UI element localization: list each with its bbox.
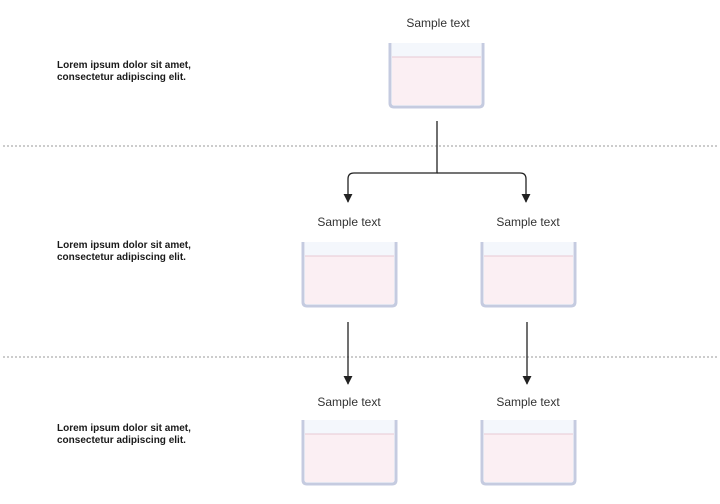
row-description: Lorem ipsum dolor sit amet, consectetur …	[57, 60, 257, 84]
vessel-label: Sample text	[317, 395, 381, 409]
split-connector-left	[343, 121, 438, 203]
vessel-label: Sample text	[317, 215, 381, 229]
sample-vessel	[301, 420, 398, 486]
sample-vessel	[480, 242, 577, 308]
row-description-line: Lorem ipsum dolor sit amet,	[57, 423, 191, 434]
row-description-line: consectetur adipiscing elit.	[57, 435, 186, 446]
row-description-line: consectetur adipiscing elit.	[57, 252, 186, 263]
row-description: Lorem ipsum dolor sit amet, consectetur …	[57, 423, 257, 447]
row-description: Lorem ipsum dolor sit amet, consectetur …	[57, 240, 257, 264]
sample-vessel	[388, 43, 485, 109]
split-connector-right	[437, 172, 531, 203]
row-description-line: consectetur adipiscing elit.	[57, 72, 186, 83]
row-description-line: Lorem ipsum dolor sit amet,	[57, 240, 191, 251]
row-description-line: Lorem ipsum dolor sit amet,	[57, 60, 191, 71]
sample-vessel	[301, 242, 398, 308]
vessel-label: Sample text	[406, 16, 470, 30]
vessel-label: Sample text	[496, 215, 560, 229]
sample-vessel	[480, 420, 577, 486]
vessel-label: Sample text	[496, 395, 560, 409]
